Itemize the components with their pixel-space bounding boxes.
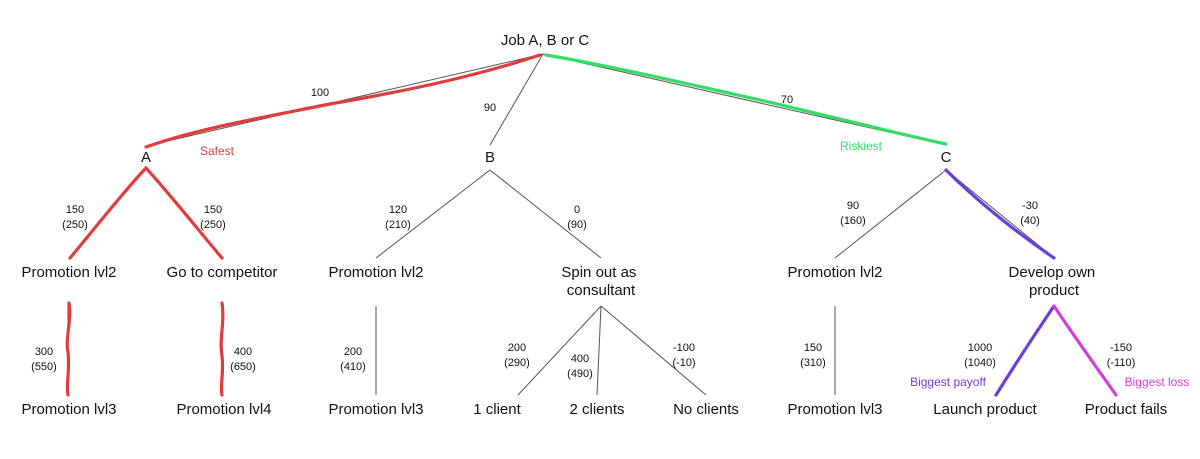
node-a1-1: Promotion lvl3 — [21, 401, 116, 418]
edge-label-b2-b2-3: -100(-10) — [672, 342, 695, 369]
edge-label-c-c2: -30(40) — [1020, 200, 1040, 227]
payoff-highlight-c2-c2-1 — [994, 304, 1056, 397]
payoff-highlight-c-c2 — [944, 168, 1056, 260]
edge-label-a-a2: 150(250) — [200, 204, 226, 231]
node-root: Job A, B or C — [501, 32, 590, 49]
node-c: C — [941, 149, 952, 166]
node-c2: Develop own product — [1009, 264, 1100, 299]
annotation-biggest-payoff: Biggest payoff — [910, 375, 986, 389]
node-b: B — [485, 149, 495, 166]
loss-highlight-c2-c2-2 — [1052, 304, 1118, 397]
safest-highlight-a-a2 — [144, 166, 224, 260]
node-c2-line2: product — [1029, 282, 1080, 299]
edge-b2-b2-2 — [596, 305, 602, 396]
safest-highlight-a2-a2-1 — [219, 301, 225, 397]
annotation-biggest-loss: Biggest loss — [1125, 375, 1190, 389]
edge-label-b-b2: 0(90) — [567, 204, 587, 231]
edge-label-c-c1: 90(160) — [840, 200, 866, 227]
node-b2: Spin out as consultant — [561, 264, 640, 299]
edge-label-b1-b1-1: 200(410) — [340, 346, 366, 373]
edge-label-b2-b2-2: 400(490) — [567, 353, 593, 380]
node-a2-1: Promotion lvl4 — [176, 401, 271, 418]
edge-label-a1-a1-1: 300(550) — [31, 346, 57, 373]
node-b2-line1: Spin out as — [561, 264, 636, 281]
edge-b2-b2-3 — [600, 305, 707, 396]
node-b2-2: 2 clients — [569, 401, 624, 418]
edge-label-a-a1: 150(250) — [62, 204, 88, 231]
annotations: Safest Riskiest Biggest payoff Biggest l… — [200, 139, 1189, 389]
safest-highlight-a1-a1-1 — [65, 301, 72, 397]
node-a2: Go to competitor — [167, 264, 278, 281]
edge-b-b2 — [489, 169, 602, 259]
riskiest-highlight-root-c — [544, 53, 948, 146]
edge-c-c1 — [834, 169, 947, 259]
node-c1: Promotion lvl2 — [787, 264, 882, 281]
node-a: A — [141, 149, 151, 166]
safest-highlight-root-a — [144, 53, 542, 149]
edge-b2-b2-1 — [517, 305, 602, 396]
node-c1-1: Promotion lvl3 — [787, 401, 882, 418]
annotation-riskiest: Riskiest — [840, 139, 883, 153]
node-c2-2: Product fails — [1085, 401, 1168, 418]
node-b2-line2: consultant — [567, 282, 636, 299]
edge-label-root-b: 90 — [484, 102, 496, 114]
node-b1: Promotion lvl2 — [328, 264, 423, 281]
node-b2-1: 1 client — [473, 401, 521, 418]
edge-labels: 100 90 70 150(250) 150(250) 120(210) 0(9… — [31, 87, 1135, 380]
safest-highlight-a-a1 — [68, 166, 148, 260]
node-b1-1: Promotion lvl3 — [328, 401, 423, 418]
edge-root-b — [489, 53, 544, 146]
node-b2-3: No clients — [673, 401, 739, 418]
edge-label-root-a: 100 — [311, 87, 329, 99]
node-c2-line1: Develop own — [1009, 264, 1096, 281]
annotation-safest: Safest — [200, 144, 235, 158]
edge-label-root-c: 70 — [781, 94, 793, 106]
edge-label-c1-c1-1: 150(310) — [800, 342, 826, 369]
edge-label-b2-b2-1: 200(290) — [504, 342, 530, 369]
edge-label-a2-a2-1: 400(650) — [230, 346, 256, 373]
node-labels: Job A, B or C A B C Promotion lvl2 Go to… — [21, 32, 1167, 418]
edge-label-c2-c2-1: 1000(1040) — [964, 342, 996, 369]
edge-c-c2 — [945, 169, 1055, 259]
edge-label-b-b1: 120(210) — [385, 204, 411, 231]
edge-label-c2-c2-2: -150(-110) — [1107, 342, 1136, 369]
edge-b-b1 — [375, 169, 491, 259]
highlight-strokes — [65, 53, 1118, 397]
node-a1: Promotion lvl2 — [21, 264, 116, 281]
node-c2-1: Launch product — [933, 401, 1037, 418]
